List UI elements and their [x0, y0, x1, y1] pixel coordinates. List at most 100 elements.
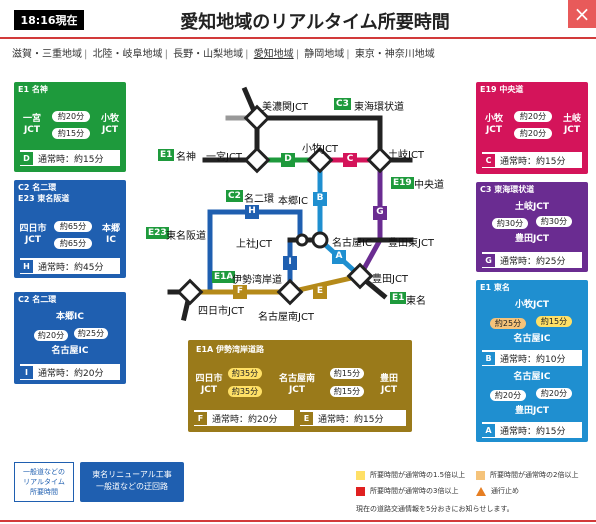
junction-nagoyaminami — [276, 278, 304, 306]
normal-time: 通常時：約15分 — [38, 154, 104, 165]
segment-F-box — [233, 285, 247, 299]
segment-badge: D — [20, 151, 33, 165]
label-toki-jct: 土岐JCT — [388, 150, 425, 161]
segment-A-label[interactable]: A — [335, 251, 343, 261]
junction-ichinomiya — [243, 146, 271, 174]
segment-E-label[interactable]: E — [316, 286, 324, 296]
road-H — [207, 209, 303, 243]
node-label: 本郷 IC — [101, 224, 120, 245]
segment-badge: A — [482, 423, 495, 437]
label-ichinomiya-jct: 一宮JCT — [206, 152, 243, 163]
travel-time: 約20分 — [536, 388, 572, 399]
segment-badge: C — [482, 153, 495, 167]
normal-time: 通常時：約15分 — [500, 156, 566, 167]
label-meishin: 名神 — [176, 152, 196, 163]
card-c2-e23[interactable]: C2 名二環 E23 東名阪道 四日市 JCT 本郷 IC 約65分 約65分 … — [14, 180, 126, 278]
node-label: 小牧 JCT — [484, 114, 503, 135]
junction-mino — [243, 104, 271, 132]
legend-item: 所要時間が通常時の2倍以上 — [476, 470, 578, 480]
region-nav: 滋賀・三重地域| 北陸・岐阜地域| 長野・山梨地域| 愛知地域| 静岡地域| 東… — [12, 49, 435, 60]
label-mino-jct: 美濃関JCT — [262, 102, 309, 113]
legend-text: 所要時間が通常時の1.5倍以上 — [370, 471, 466, 479]
route-tag-e19: E19 — [391, 177, 414, 189]
region-tab-aichi[interactable]: 愛知地域 — [253, 49, 294, 60]
region-tab-shiga-mie[interactable]: 滋賀・三重地域 — [12, 49, 82, 60]
label-nagoya-ic: 名古屋IC — [332, 238, 372, 249]
segment-H-label[interactable]: H — [248, 206, 256, 216]
close-button[interactable]: × — [568, 0, 596, 28]
label-hongo-ic: 本郷IC — [278, 196, 308, 207]
junction-nagoyaic — [311, 231, 329, 249]
node-label: 一宮 JCT — [22, 114, 41, 135]
travel-time: 約20分 — [34, 330, 68, 341]
segment-I-label[interactable]: I — [288, 257, 292, 267]
segment-G-box — [373, 206, 387, 220]
node-label: 名古屋南 JCT — [278, 374, 315, 395]
update-note: 現在の道路交通情報を5分おきにお知らせします。 — [356, 505, 514, 513]
segment-badge: G — [482, 253, 495, 267]
segment-B-box — [313, 192, 327, 206]
travel-time: 約20分 — [514, 128, 552, 139]
legend-swatch-orange — [476, 470, 485, 480]
label-kamiyashiro-jct: 上社JCT — [236, 239, 273, 250]
closure-warning-icon — [476, 486, 486, 496]
road-c3-top — [254, 115, 383, 163]
normal-time: 通常時：約25分 — [500, 256, 566, 267]
travel-time: 約15分 — [330, 368, 364, 379]
current-time-badge: 18:16現在 — [14, 10, 84, 30]
legend-item: 所要時間が通常時の3倍以上 — [356, 486, 458, 496]
region-tab-hokuriku-gifu[interactable]: 北陸・岐阜地域 — [92, 49, 163, 60]
segment-badge: B — [482, 351, 495, 365]
region-tab-tokyo-kanagawa[interactable]: 東京・神奈川地域 — [354, 49, 435, 60]
segment-badge: H — [20, 259, 33, 273]
normal-time-row: G 通常時：約25分 — [482, 252, 582, 268]
junction-kamiyashiro — [295, 233, 309, 247]
segment-badge: E — [300, 411, 313, 425]
label-meinikan: 名二環 — [244, 194, 274, 205]
segment-E-box — [313, 285, 327, 299]
travel-time: 約65分 — [54, 221, 92, 232]
node-label: 本郷IC — [56, 312, 84, 322]
legend-swatch-red — [356, 486, 365, 496]
segment-B-label[interactable]: B — [316, 193, 324, 203]
region-tab-shizuoka[interactable]: 静岡地域 — [304, 49, 345, 60]
segment-D-label[interactable]: D — [284, 154, 292, 164]
route-tag-e1: E1 — [158, 149, 175, 161]
node-label: 土岐 JCT — [562, 114, 581, 135]
junction-toyota — [346, 262, 374, 290]
node-label: 豊田 JCT — [379, 374, 398, 395]
legend-text: 通行止め — [491, 487, 519, 495]
segment-G-label[interactable]: G — [376, 207, 384, 217]
legend-text: 所要時間が通常時の3倍以上 — [370, 487, 459, 495]
label-tomei: 東名 — [406, 296, 426, 307]
page-title: 愛知地域のリアルタイム所要時間 — [180, 12, 450, 33]
segment-C-label[interactable]: C — [346, 154, 354, 164]
junction-toki — [366, 146, 394, 174]
segment-A-box — [332, 250, 346, 264]
card-e1a-isewangan[interactable]: E1A 伊勢湾岸道路 四日市 JCT 約35分 約35分 名古屋南 JCT 約1… — [188, 340, 412, 432]
card-header: E1A 伊勢湾岸道路 — [196, 345, 265, 354]
travel-time: 約20分 — [52, 111, 90, 122]
travel-time: 約25分 — [74, 328, 108, 339]
route-tag-e1a: E1A — [212, 271, 236, 283]
legend-item: 所要時間が通常時の1.5倍以上 — [356, 470, 465, 480]
local-road-link[interactable]: 一般道などの リアルタイム 所要時間 — [14, 462, 74, 502]
region-tab-nagano-yamanashi[interactable]: 長野・山梨地域 — [173, 49, 244, 60]
travel-time: 約35分 — [228, 368, 262, 379]
tomei-renewal-detour-button[interactable]: 東名リニューアル工事 一般道などの迂回路 — [80, 462, 184, 502]
node-label: 名古屋IC — [513, 334, 551, 344]
segment-badge: F — [194, 411, 207, 425]
segment-F-label[interactable]: F — [236, 286, 244, 296]
node-label: 小牧 JCT — [100, 114, 119, 135]
node-label: 小牧JCT — [514, 300, 550, 310]
